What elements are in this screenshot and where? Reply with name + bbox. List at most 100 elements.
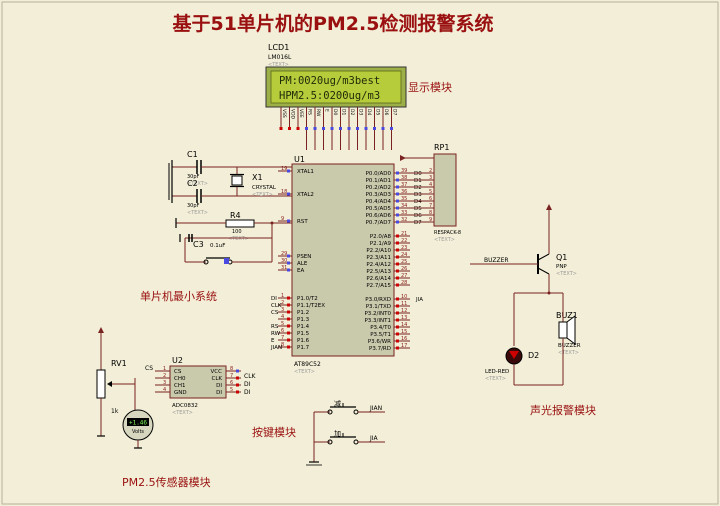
mcu-pin-num: 6: [281, 328, 284, 334]
mcu-pin-marker: [287, 192, 290, 196]
c3-ref: C3: [193, 240, 204, 249]
mcu-ref: U1: [294, 155, 305, 164]
mcu-pin-name: P0.1/AD1: [366, 178, 391, 184]
mcu-pin-name: P2.6/A14: [366, 276, 391, 282]
mcu-pin-num: 28: [401, 280, 407, 286]
key1-contact-a: [327, 409, 333, 415]
adc-pin-name: GND: [174, 390, 187, 396]
mcu-pin-num: 4: [281, 314, 284, 320]
mcu-pin-num: 31: [281, 265, 287, 271]
resistor-pack[interactable]: RP1 RESPACK-8 <TEXT>: [400, 143, 461, 243]
mcu-pin-num: 22: [401, 238, 407, 244]
crystal-circuit[interactable]: C1 30pF <TEXT> C2 30pF <TEXT> X1 CRYSTAL…: [168, 150, 292, 216]
adc-pin-name: DI: [216, 390, 222, 396]
mcu-pin-name: EA: [297, 268, 304, 274]
r4-text-tag: <TEXT>: [228, 236, 249, 242]
c2-value: 30pF: [187, 203, 200, 209]
mcu-pin-name: XTAL2: [297, 192, 314, 198]
key2-contact-a: [327, 439, 333, 445]
mcu-pin-name: P3.2/INT0: [364, 311, 391, 317]
mcu-p0-net: D3: [414, 192, 422, 198]
lcd-pin-label: VSS: [281, 109, 287, 118]
mcu-pin-num: 11: [401, 301, 407, 307]
adc-pin-marker: [236, 383, 239, 387]
mcu-p0-net: D7: [414, 220, 422, 226]
mcu-p1-net: RS: [271, 324, 279, 330]
mcu-pin-name: ALE: [297, 261, 308, 267]
adc-net-clk: CLK: [244, 373, 257, 380]
rv1-wiper: [107, 381, 112, 387]
reset-button-indicator: [224, 258, 229, 264]
mcu-p0-net: D1: [414, 178, 422, 184]
lcd-pin-marker: [296, 127, 300, 130]
voltmeter-reading: +1.46: [129, 420, 147, 427]
mcu-pin-num: 34: [401, 203, 407, 209]
mcu-pin-marker: [396, 276, 399, 280]
lcd-line-2: HPM2.5:0200ug/m3: [279, 90, 380, 102]
mcu-pin-num: 38: [401, 175, 407, 181]
c1-ref: C1: [187, 150, 198, 159]
lcd-module[interactable]: LCD1 LM016L <TEXT> PM:0020ug/m3best HPM2…: [265, 43, 407, 150]
buz1-horn: [566, 315, 576, 345]
adc-pin-name: CH1: [174, 383, 185, 389]
schematic-title: 基于51单片机的PM2.5检测报警系统: [172, 12, 494, 35]
mcu-pin-name: P1.3: [297, 317, 310, 323]
reset-circuit[interactable]: R4 100 <TEXT> C3 0.1uF: [175, 211, 292, 265]
lcd-pin-marker: [313, 127, 317, 130]
adc-pin-marker: [236, 390, 239, 394]
lcd-pin-marker: [322, 127, 325, 130]
mcu-pin-marker: [396, 325, 399, 329]
crystal-body: [231, 175, 243, 186]
alarm-module-label: 声光报警模块: [530, 403, 596, 417]
mcu-pin-marker: [396, 220, 399, 224]
mcu-pin-marker: [396, 255, 399, 259]
reset-junction: [270, 221, 274, 225]
mcu-pin-marker: [396, 248, 399, 252]
mcu-pin-marker: [396, 213, 399, 217]
lcd-pin-label: D7: [392, 109, 398, 115]
mcu-pin-name: P2.4/A12: [366, 262, 391, 268]
lcd-text-tag: <TEXT>: [268, 62, 289, 68]
adc-pin-name: DI: [216, 383, 222, 389]
mcu-pin-name: P1.0/T2: [297, 296, 318, 302]
mcu-pin-num: 7: [281, 335, 284, 341]
mcu-pin-marker: [396, 192, 399, 196]
mcu-pin-marker: [396, 178, 399, 182]
lcd-pin-label: D2: [349, 109, 355, 115]
mcu-pin-name: P2.2/A10: [366, 248, 391, 254]
mcu-pin-name: P3.0/RXD: [365, 297, 391, 303]
mcu-pin-marker: [396, 199, 399, 203]
mcu-body: [291, 163, 395, 357]
lcd-pin-label: D6: [383, 109, 389, 115]
mcu-pin-num: 2: [281, 300, 284, 306]
mcu-pin-marker: [396, 297, 399, 301]
q1-vcc-terminal: [546, 204, 552, 210]
d2-text-tag: <TEXT>: [485, 376, 506, 382]
mcu-pin-name: RST: [297, 219, 308, 225]
lcd-pin-marker: [339, 127, 342, 130]
buz1-text-tag: <TEXT>: [558, 350, 579, 356]
q1-type: PNP: [556, 264, 567, 270]
q1-net: BUZZER: [484, 257, 509, 264]
mcu-pin-num: 35: [401, 196, 407, 202]
mcu-pin-name: P2.3/A11: [366, 255, 391, 261]
mcu-p1-net: CLK: [271, 303, 282, 309]
mcu-p0-net: D0: [414, 171, 422, 177]
mcu-pin-marker: [287, 169, 290, 173]
mcu-pin-num: 12: [401, 308, 407, 314]
mcu-pin-num: 1: [281, 293, 284, 299]
alarm-circuit[interactable]: Q1 PNP <TEXT> BUZZER BUZ1 BUZZER <TEXT> …: [470, 204, 581, 386]
mcu-p0-net: D6: [414, 213, 422, 219]
buz1-body: [558, 321, 568, 339]
lcd-pin-marker: [288, 127, 291, 130]
lcd-pin-label: RW: [315, 109, 321, 117]
mcu-p1-net: JIAN: [270, 345, 282, 351]
keys-circuit[interactable]: 减 JIAN 加 JIA: [306, 399, 385, 466]
mcu-pin-num: 36: [401, 189, 407, 195]
mcu-pin-marker: [396, 171, 399, 175]
